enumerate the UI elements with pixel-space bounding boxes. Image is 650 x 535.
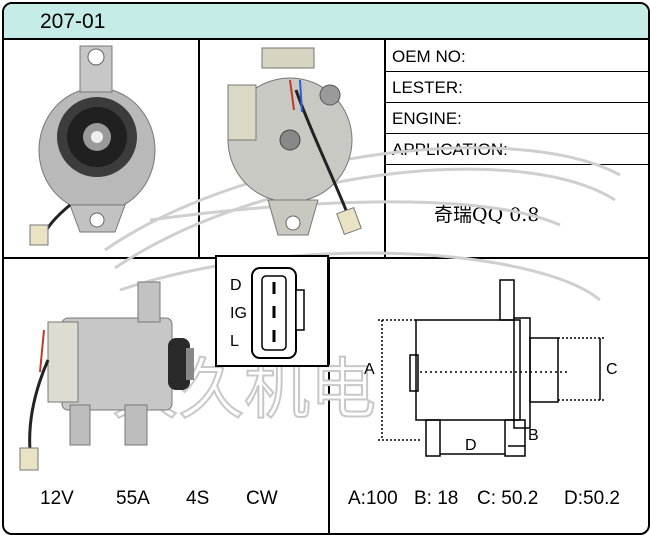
spec-row-line-2 [385, 102, 648, 103]
rotation-direction: CW [246, 488, 278, 509]
dimension-drawing: A B C D [364, 279, 618, 457]
spec-row-line-1 [385, 71, 648, 72]
spec-engine-label: ENGINE: [392, 109, 462, 128]
application-value: 奇瑞QQ 0.8 [434, 204, 540, 226]
divider-v3 [328, 258, 330, 533]
dimension-c: C: 50.2 [477, 488, 539, 509]
callout-d: D [465, 437, 477, 454]
dimension-a: A:100 [348, 488, 398, 509]
alternator-side-photo [19, 281, 194, 471]
divider-v2 [384, 38, 386, 258]
spec-row-line-3 [385, 133, 648, 134]
pin-label-ig: IG [230, 305, 247, 322]
spec-row-line-4 [385, 164, 648, 165]
alternator-front-photo [29, 45, 156, 246]
divider-v1 [198, 38, 200, 258]
watermark-logo [104, 146, 621, 302]
current-rating: 55A [116, 488, 150, 509]
dimension-b: B: 18 [414, 488, 459, 509]
callout-c: C [606, 361, 618, 378]
product-code: 207-01 [40, 10, 106, 33]
pin-label-l: L [230, 333, 239, 350]
title-bar: 207-01 [4, 4, 648, 40]
spec-lester-label: LESTER: [392, 78, 463, 97]
alternator-rear-photo [227, 47, 362, 236]
spec-oem-label: OEM NO: [392, 47, 466, 66]
callout-a: A [364, 361, 375, 378]
voltage-rating: 12V [40, 488, 74, 509]
callout-b: B [528, 427, 539, 444]
pin-label-d: D [230, 277, 242, 294]
connector-diagram: D IG L [215, 255, 329, 367]
dimension-d: D:50.2 [564, 488, 620, 509]
pulley-grooves: 4S [186, 488, 210, 509]
